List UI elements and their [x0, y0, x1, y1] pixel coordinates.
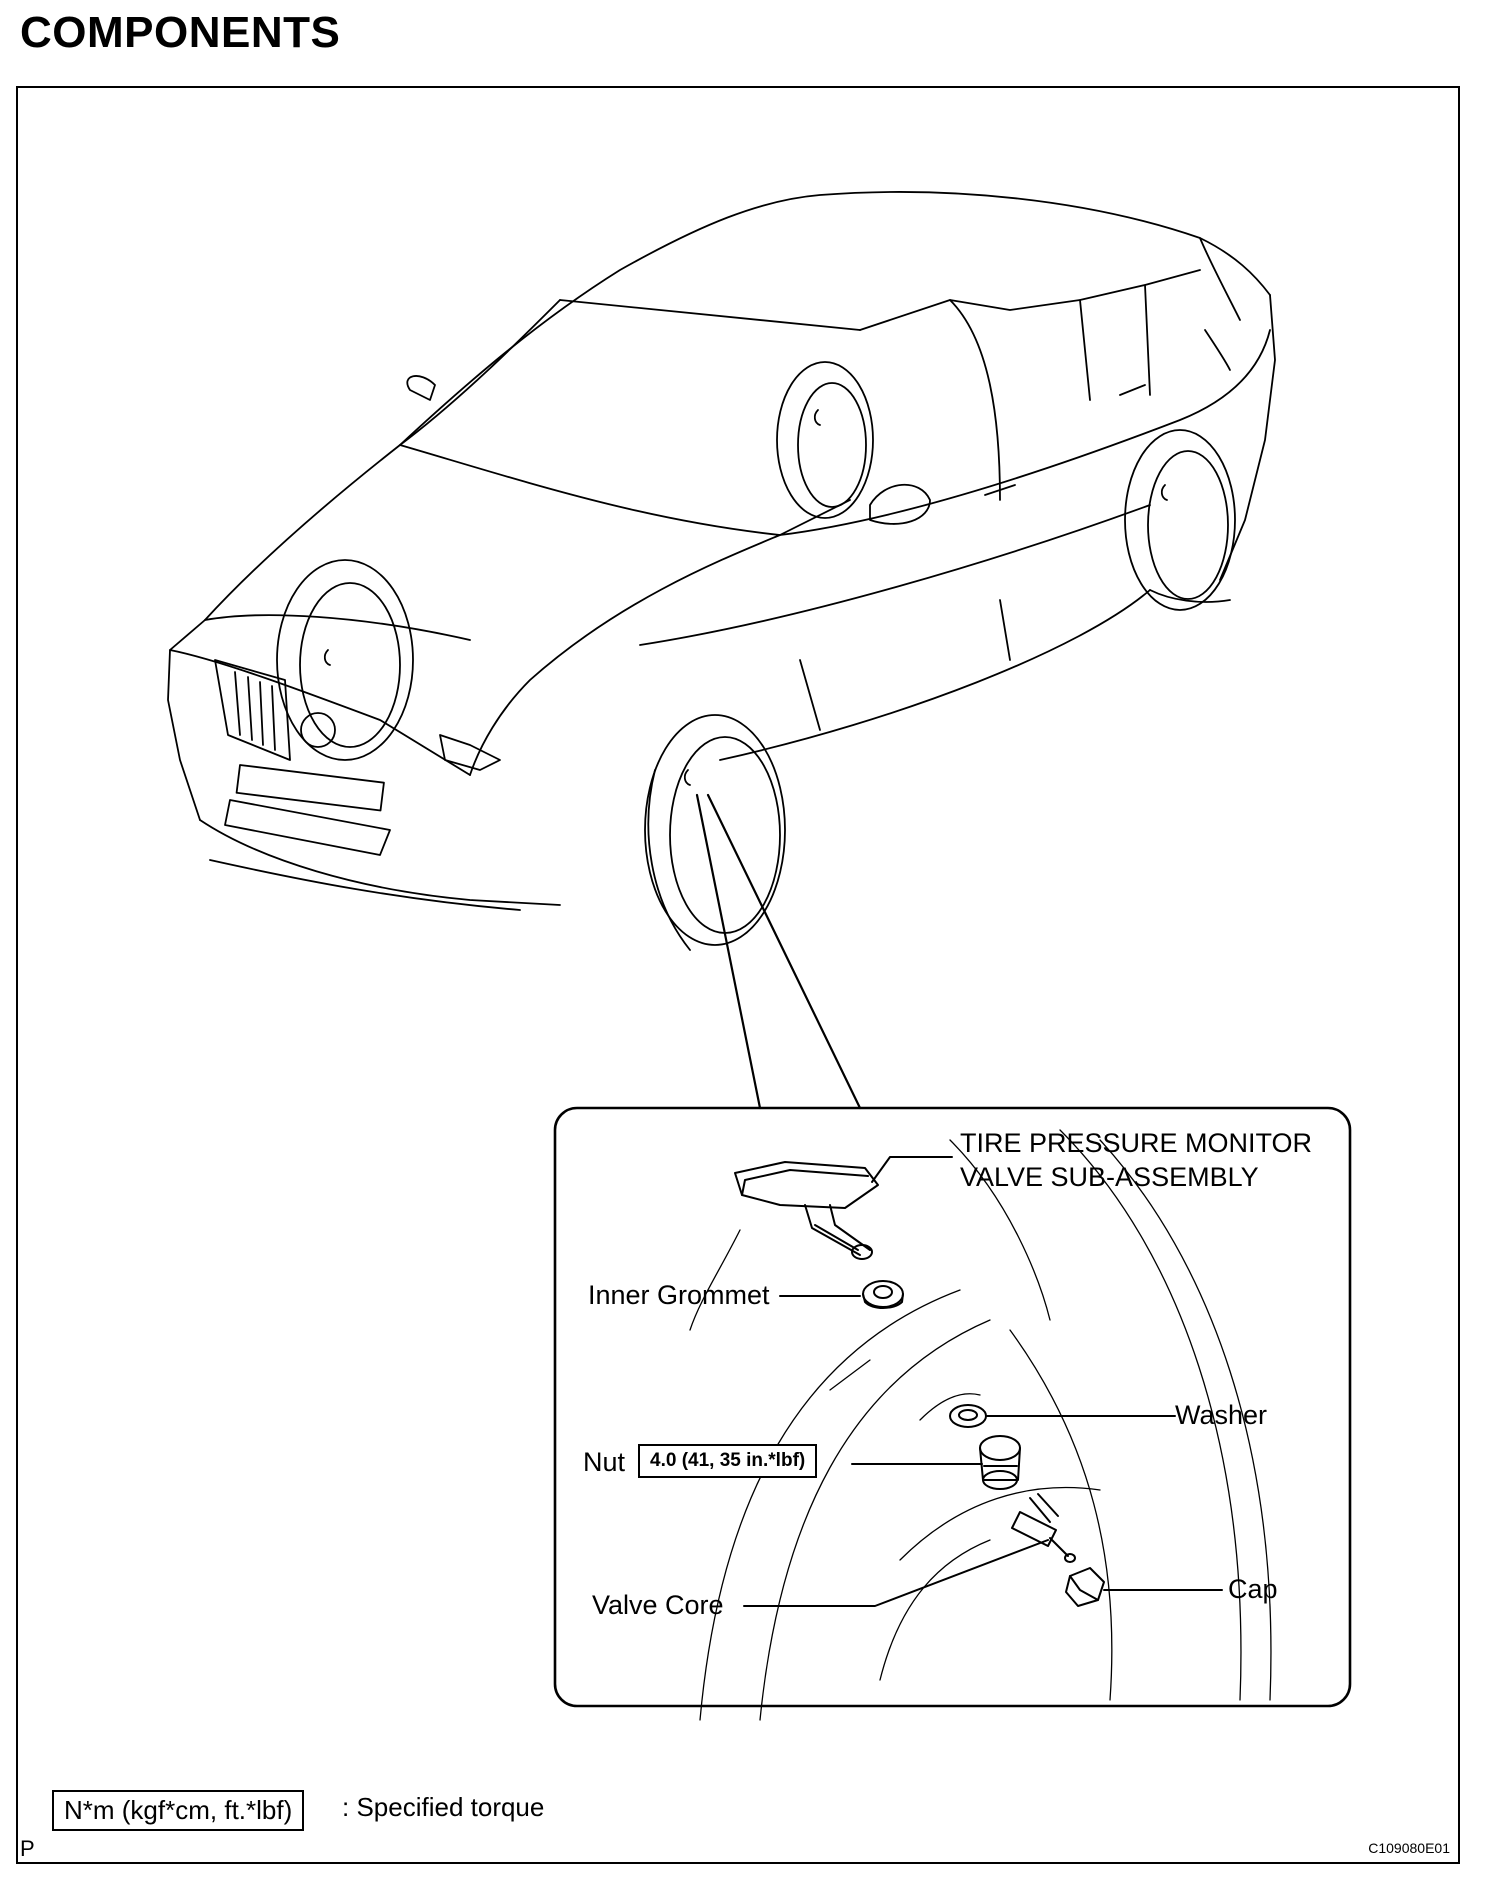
label-tpms-line1: TIRE PRESSURE MONITOR	[960, 1128, 1313, 1158]
label-washer: Washer	[1175, 1400, 1268, 1430]
label-inner-grommet: Inner Grommet	[588, 1280, 770, 1310]
label-cap: Cap	[1228, 1574, 1278, 1604]
figure-code: C109080E01	[1368, 1840, 1450, 1856]
page-title: COMPONENTS	[20, 8, 341, 57]
cap-icon	[1065, 1567, 1105, 1607]
label-valve-core: Valve Core	[592, 1590, 724, 1620]
corner-mark: P	[20, 1836, 35, 1861]
washer-icon	[949, 1404, 987, 1428]
detail-callout-box	[553, 1106, 1352, 1708]
torque-legend-box: N*m (kgf*cm, ft.*lbf)	[52, 1790, 305, 1831]
torque-legend-description: : Specified torque	[342, 1792, 545, 1822]
diagram-frame	[16, 86, 1460, 1864]
label-nut: Nut	[583, 1447, 626, 1477]
tire-pressure-sensor-icon	[734, 1161, 879, 1260]
nut-torque-spec: 4.0 (41, 35 in.*lbf)	[638, 1444, 818, 1478]
nut-icon	[979, 1435, 1021, 1490]
valve-core-icon	[1011, 1493, 1076, 1563]
grommet-icon	[862, 1280, 904, 1309]
label-tpms-line2: VALVE SUB-ASSEMBLY	[960, 1162, 1259, 1192]
car-illustration	[167, 191, 1276, 951]
